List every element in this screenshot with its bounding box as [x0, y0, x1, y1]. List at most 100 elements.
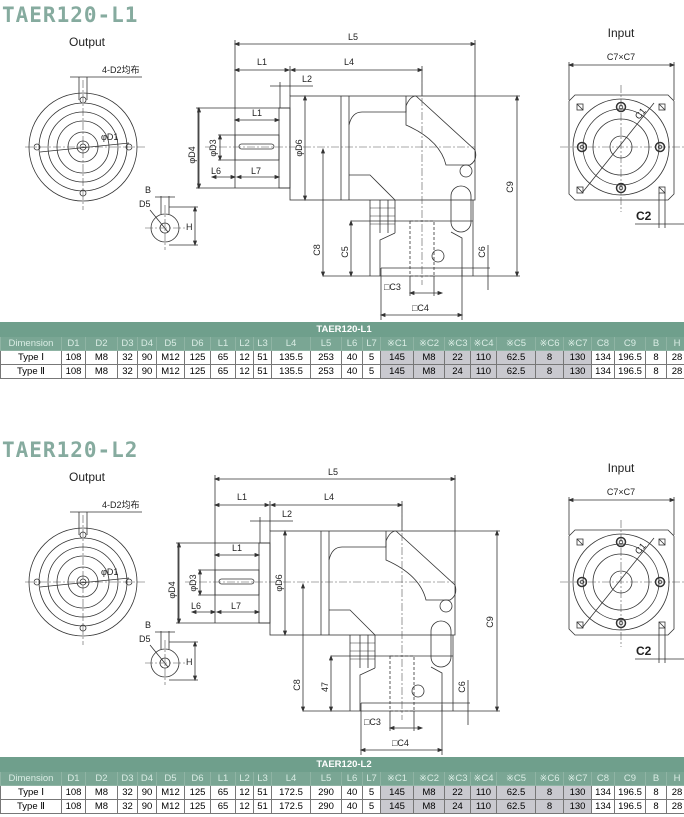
- table-cell: 40: [341, 785, 363, 800]
- table-cell: M8: [413, 350, 445, 365]
- table-cell: 5: [362, 350, 381, 365]
- l1-label: L1: [237, 492, 247, 502]
- c5-label: C5: [340, 246, 350, 258]
- input-label: Input: [608, 26, 635, 40]
- column-header: C9: [614, 771, 646, 786]
- d6-label: φD6: [274, 574, 284, 591]
- column-header: ※C7: [563, 336, 592, 351]
- table-cell: 134: [591, 364, 615, 379]
- column-header: C8: [591, 771, 615, 786]
- table-cell: 125: [184, 785, 211, 800]
- column-header: H: [665, 336, 684, 351]
- column-header: ※C3: [444, 771, 471, 786]
- column-header: L7: [362, 771, 381, 786]
- table-cell: 5: [362, 799, 381, 814]
- b-label: B: [145, 185, 151, 195]
- c2-label: C2: [636, 209, 652, 223]
- column-header: ※C5: [496, 336, 536, 351]
- table-cell: 125: [184, 364, 211, 379]
- c9-label: C9: [485, 616, 495, 628]
- column-header: ※C4: [470, 771, 497, 786]
- table-cell: M8: [413, 785, 445, 800]
- table-cell: 172.5: [271, 799, 311, 814]
- input-label: Input: [608, 461, 635, 475]
- c6-label: C6: [457, 681, 467, 693]
- table-cell: 90: [137, 364, 157, 379]
- c5-label: 47: [320, 682, 330, 692]
- table-cell: 51: [253, 364, 272, 379]
- c2-label: C2: [636, 644, 652, 658]
- table-cell: 28: [665, 785, 684, 800]
- table-cell: 62.5: [496, 350, 536, 365]
- column-header: D4: [137, 336, 157, 351]
- h-label: H: [186, 222, 193, 232]
- table-cell: 110: [470, 350, 497, 365]
- table-cell: Type Ⅱ: [0, 799, 62, 814]
- c1-label: C1: [633, 106, 648, 121]
- column-header: L2: [235, 771, 254, 786]
- table-cell: 65: [210, 350, 236, 365]
- table-cell: 28: [665, 799, 684, 814]
- table-cell: 28: [665, 350, 684, 365]
- h-label: H: [186, 657, 193, 667]
- column-header: D2: [85, 336, 118, 351]
- column-header: ※C3: [444, 336, 471, 351]
- table-cell: 22: [444, 350, 471, 365]
- table-cell: 145: [380, 785, 414, 800]
- column-header: L6: [341, 336, 363, 351]
- table-cell: 51: [253, 785, 272, 800]
- d5-label: D5: [139, 199, 151, 209]
- column-header: L4: [271, 771, 311, 786]
- table-cell: M8: [85, 350, 118, 365]
- table-cell: 24: [444, 364, 471, 379]
- table-cell: 290: [310, 785, 342, 800]
- column-header: ※C5: [496, 771, 536, 786]
- table-caption-row: TAER120-L1: [0, 322, 684, 337]
- table-cell: M8: [413, 364, 445, 379]
- table-cell: 90: [137, 350, 157, 365]
- column-header: D4: [137, 771, 157, 786]
- table-cell: M8: [85, 785, 118, 800]
- table-cell: 108: [61, 364, 86, 379]
- column-header: D6: [184, 336, 211, 351]
- table-cell: 12: [235, 364, 254, 379]
- table-cell: 134: [591, 350, 615, 365]
- table-cell: 12: [235, 785, 254, 800]
- c7-label: C7×C7: [607, 487, 635, 497]
- table-cell: 5: [362, 364, 381, 379]
- d1-label: φD1: [101, 132, 118, 142]
- column-header: ※C1: [380, 336, 414, 351]
- column-header: L5: [310, 336, 342, 351]
- column-header: L3: [253, 771, 272, 786]
- table-cell: 8: [535, 350, 564, 365]
- column-header: Dimension: [0, 336, 62, 351]
- table-cell: 125: [184, 350, 211, 365]
- column-header: L4: [271, 336, 311, 351]
- c1-label: C1: [633, 541, 648, 556]
- d3-label: φD3: [208, 139, 218, 156]
- column-header: D3: [117, 771, 138, 786]
- product-title: TAER120-L1: [2, 3, 139, 27]
- table-cell: 32: [117, 785, 138, 800]
- table-cell: 32: [117, 364, 138, 379]
- column-header: L6: [341, 771, 363, 786]
- d1-label: φD1: [101, 567, 118, 577]
- l5-label: L5: [348, 32, 358, 42]
- table-cell: 51: [253, 799, 272, 814]
- table-cell: 110: [470, 364, 497, 379]
- table-cell: 51: [253, 350, 272, 365]
- table-cell: 134: [591, 799, 615, 814]
- column-header: D1: [61, 771, 86, 786]
- c8-label: C8: [312, 244, 322, 256]
- table-cell: 8: [535, 799, 564, 814]
- c9-label: C9: [505, 181, 515, 193]
- column-header: C9: [614, 336, 646, 351]
- table-cell: 134: [591, 785, 615, 800]
- table-cell: Type Ⅱ: [0, 364, 62, 379]
